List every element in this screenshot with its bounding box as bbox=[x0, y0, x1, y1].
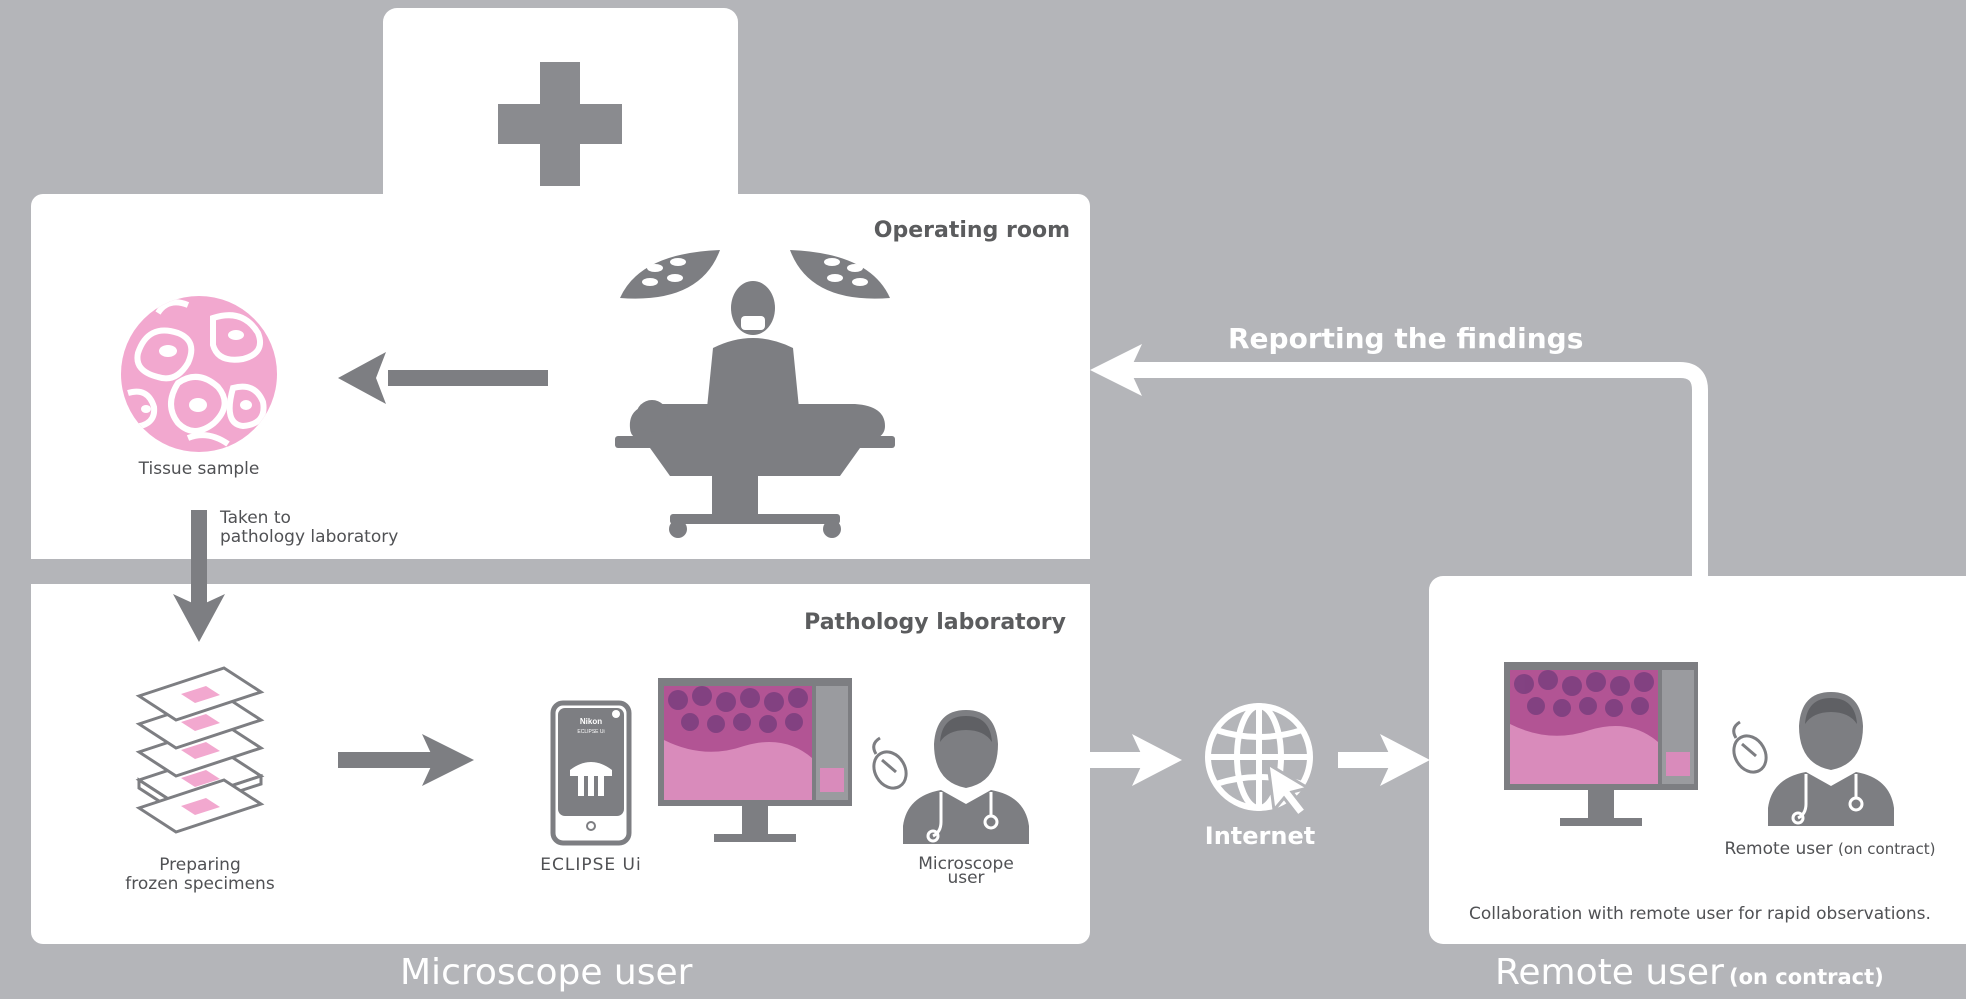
pathology-lab-title: Pathology laboratory bbox=[804, 610, 1066, 635]
remote-user-label-main: Remote user bbox=[1724, 839, 1833, 859]
eclipse-ui-label: ECLIPSE Ui bbox=[540, 855, 642, 875]
remote-user-label: Remote user (on contract) bbox=[1700, 840, 1960, 859]
preparing-label-line2: frozen specimens bbox=[125, 874, 275, 894]
taken-to-label-line1: Taken to bbox=[220, 508, 291, 528]
microscope-user-label-line1: Microscope bbox=[918, 854, 1014, 874]
pathology-monitor-icon bbox=[658, 678, 852, 842]
footer-microscope-user-title: Microscope user bbox=[400, 952, 693, 993]
pathology-mouse-icon bbox=[872, 736, 908, 790]
internet-globe-icon bbox=[1205, 703, 1313, 819]
tissue-sample-icon bbox=[121, 296, 277, 452]
remote-user-doctor-icon bbox=[1768, 692, 1894, 826]
eclipse-ui-device-icon: Nikon ECLIPSE Ui bbox=[550, 700, 632, 846]
arrow-down-to-pathology bbox=[173, 510, 225, 642]
arrow-left-to-tissue bbox=[338, 352, 548, 404]
remote-monitor-icon bbox=[1504, 662, 1698, 826]
microscope-user-label-line2: user bbox=[947, 868, 985, 888]
tissue-sample-label: Tissue sample bbox=[138, 459, 260, 479]
remote-mouse-icon bbox=[1732, 720, 1768, 774]
device-model-text: ECLIPSE Ui bbox=[577, 729, 604, 735]
microscope-user-doctor-icon bbox=[903, 710, 1029, 844]
collaboration-caption: Collaboration with remote user for rapid… bbox=[1469, 904, 1931, 924]
internet-label: Internet bbox=[1204, 822, 1316, 850]
reporting-findings-label: Reporting the findings bbox=[1228, 322, 1584, 355]
taken-to-label-line2: pathology laboratory bbox=[220, 527, 399, 547]
hospital-cross-icon bbox=[498, 62, 622, 186]
arrow-right-to-scanner bbox=[338, 734, 474, 786]
footer-remote-user-note: (on contract) bbox=[1728, 965, 1884, 989]
operating-room-title: Operating room bbox=[873, 218, 1070, 243]
frozen-slides-icon bbox=[135, 666, 265, 834]
surgery-scene-icon bbox=[615, 250, 895, 538]
footer-remote-user-title: Remote user (on contract) bbox=[1495, 952, 1884, 993]
footer-remote-user-main: Remote user bbox=[1495, 952, 1724, 993]
preparing-label-line1: Preparing bbox=[159, 855, 241, 875]
device-brand-text: Nikon bbox=[580, 717, 602, 726]
remote-user-label-note: (on contract) bbox=[1838, 840, 1936, 858]
arrow-internet-to-remote bbox=[1338, 734, 1430, 786]
reporting-findings-arrow bbox=[1090, 344, 1708, 576]
arrow-lab-to-internet bbox=[1090, 734, 1182, 786]
